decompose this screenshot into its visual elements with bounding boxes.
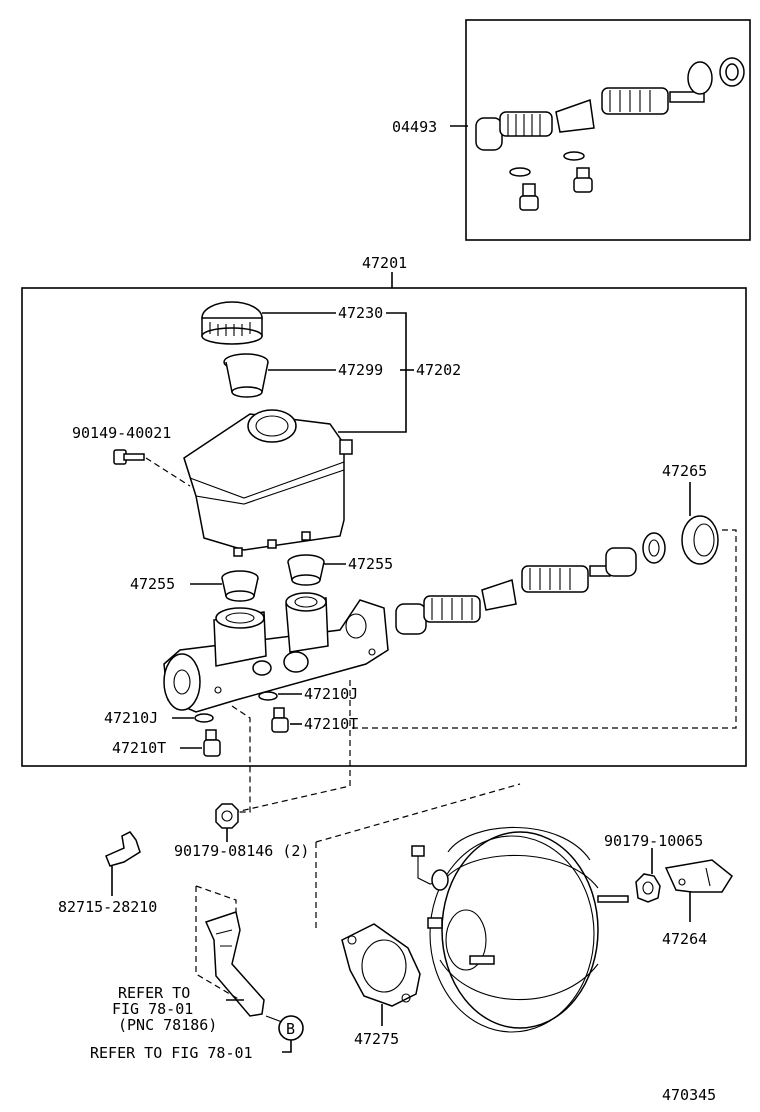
- clevis: [664, 859, 733, 893]
- figure-number: 470345: [662, 1086, 716, 1104]
- label-bracket: 82715-28210: [58, 898, 157, 916]
- master-cylinder-body: [163, 592, 389, 713]
- label-reservoir: 47202: [416, 361, 461, 379]
- label-refer1-line2: FIG 78-01: [112, 1000, 193, 1018]
- reference-circle-b: B: [278, 1015, 304, 1041]
- label-gasket-right: 47210J: [304, 685, 358, 703]
- label-strainer: 47299: [338, 361, 383, 379]
- brake-booster: [315, 783, 629, 1033]
- bracket: [105, 831, 141, 867]
- label-seal-ring: 47265: [662, 462, 707, 480]
- label-cap: 47230: [338, 304, 383, 322]
- label-clevis: 47264: [662, 930, 707, 948]
- label-grommet-left: 47255: [130, 575, 175, 593]
- label-plug-left: 47210T: [112, 739, 166, 757]
- label-nut2: 90179-10065: [604, 832, 703, 850]
- label-refer2: REFER TO FIG 78-01: [90, 1044, 253, 1062]
- plug-right: [271, 707, 289, 733]
- ref-circle-letter: B: [286, 1020, 295, 1038]
- strainer: [223, 353, 269, 398]
- grommet-right: [287, 554, 325, 586]
- label-gasket-left: 47210J: [104, 709, 158, 727]
- label-assy: 47201: [362, 254, 407, 272]
- reservoir-cap: [201, 301, 263, 345]
- label-booster-gasket: 47275: [354, 1030, 399, 1048]
- label-refer1-line3: (PNC 78186): [118, 1016, 217, 1034]
- booster-gasket: [341, 923, 421, 1007]
- label-kit: 04493: [392, 118, 437, 136]
- gasket-left: [194, 713, 214, 723]
- brake-lever: [204, 911, 265, 1017]
- repair-kit-box: 04493: [392, 19, 751, 241]
- nut-small: [215, 803, 239, 829]
- seal-ring: [681, 515, 719, 565]
- primary-piston-assy: [395, 532, 666, 635]
- screw: [113, 449, 145, 465]
- label-plug-right: 47210T: [304, 715, 358, 733]
- label-refer1-line1: REFER TO: [118, 984, 190, 1002]
- label-nut: 90179-08146 (2): [174, 842, 309, 860]
- plug-left: [203, 729, 221, 757]
- gasket-right: [258, 691, 278, 701]
- label-screw: 90149-40021: [72, 424, 171, 442]
- nut-booster: [635, 873, 661, 903]
- reservoir-tank: [183, 409, 353, 557]
- grommet-left: [221, 570, 259, 602]
- label-grommet-right: 47255: [348, 555, 393, 573]
- master-cylinder-box: 47201: [21, 254, 747, 767]
